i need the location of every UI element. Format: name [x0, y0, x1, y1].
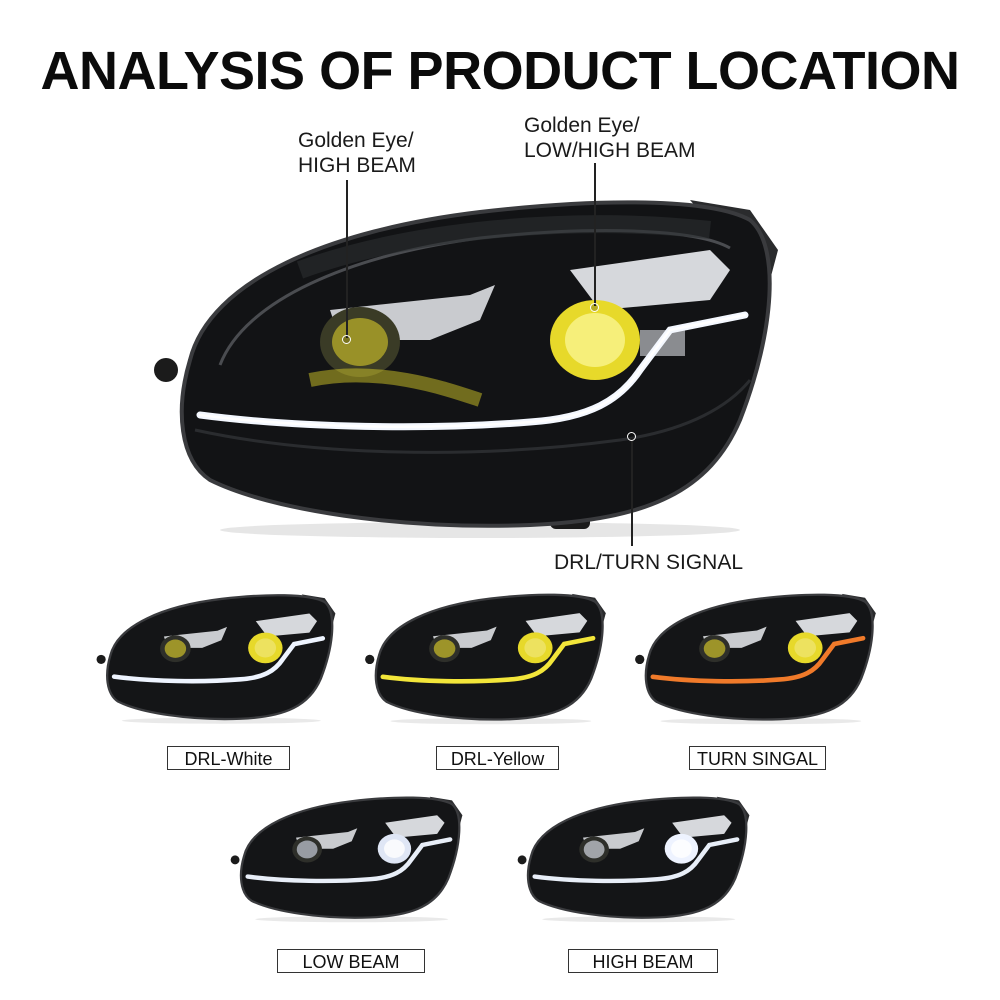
variant-label-box: DRL-White [167, 746, 290, 770]
callout-left-line1: Golden Eye/ [298, 129, 414, 152]
variant-label: DRL-White [184, 749, 273, 769]
variant-label-box: LOW BEAM [277, 949, 425, 973]
variant-label-box: DRL-Yellow [436, 746, 559, 770]
leader-line-left [346, 180, 348, 338]
variant-label-box: HIGH BEAM [568, 949, 718, 973]
marker-dot-left [342, 335, 351, 344]
headlight-variant-image [517, 796, 750, 923]
callout-right-line2: LOW/HIGH BEAM [524, 139, 696, 162]
variant-label: HIGH BEAM [592, 952, 694, 972]
callout-right-line1: Golden Eye/ [524, 114, 640, 137]
headlight-variant-image [365, 593, 606, 725]
marker-dot-right [590, 303, 599, 312]
headlight-variant-image [96, 594, 336, 724]
headlight-main-image [154, 200, 778, 538]
variant-label-box: TURN SINGAL [689, 746, 826, 770]
variant-label: TURN SINGAL [696, 749, 819, 769]
callout-golden-eye-low-high-beam: Golden Eye/ LOW/HIGH BEAM [524, 113, 696, 163]
leader-line-bottom [631, 438, 633, 546]
callout-drl-turn-signal: DRL/TURN SIGNAL [554, 551, 744, 574]
leader-line-right [594, 163, 596, 306]
variant-label: DRL-Yellow [450, 749, 545, 769]
headlight-variant-image [230, 796, 463, 923]
callout-left-line2: HIGH BEAM [298, 154, 416, 177]
marker-dot-bottom [627, 432, 636, 441]
variant-label: LOW BEAM [302, 952, 400, 972]
callout-golden-eye-high-beam: Golden Eye/ HIGH BEAM [298, 128, 416, 178]
page-title: ANALYSIS OF PRODUCT LOCATION [40, 41, 960, 101]
headlight-variant-image [635, 593, 876, 725]
